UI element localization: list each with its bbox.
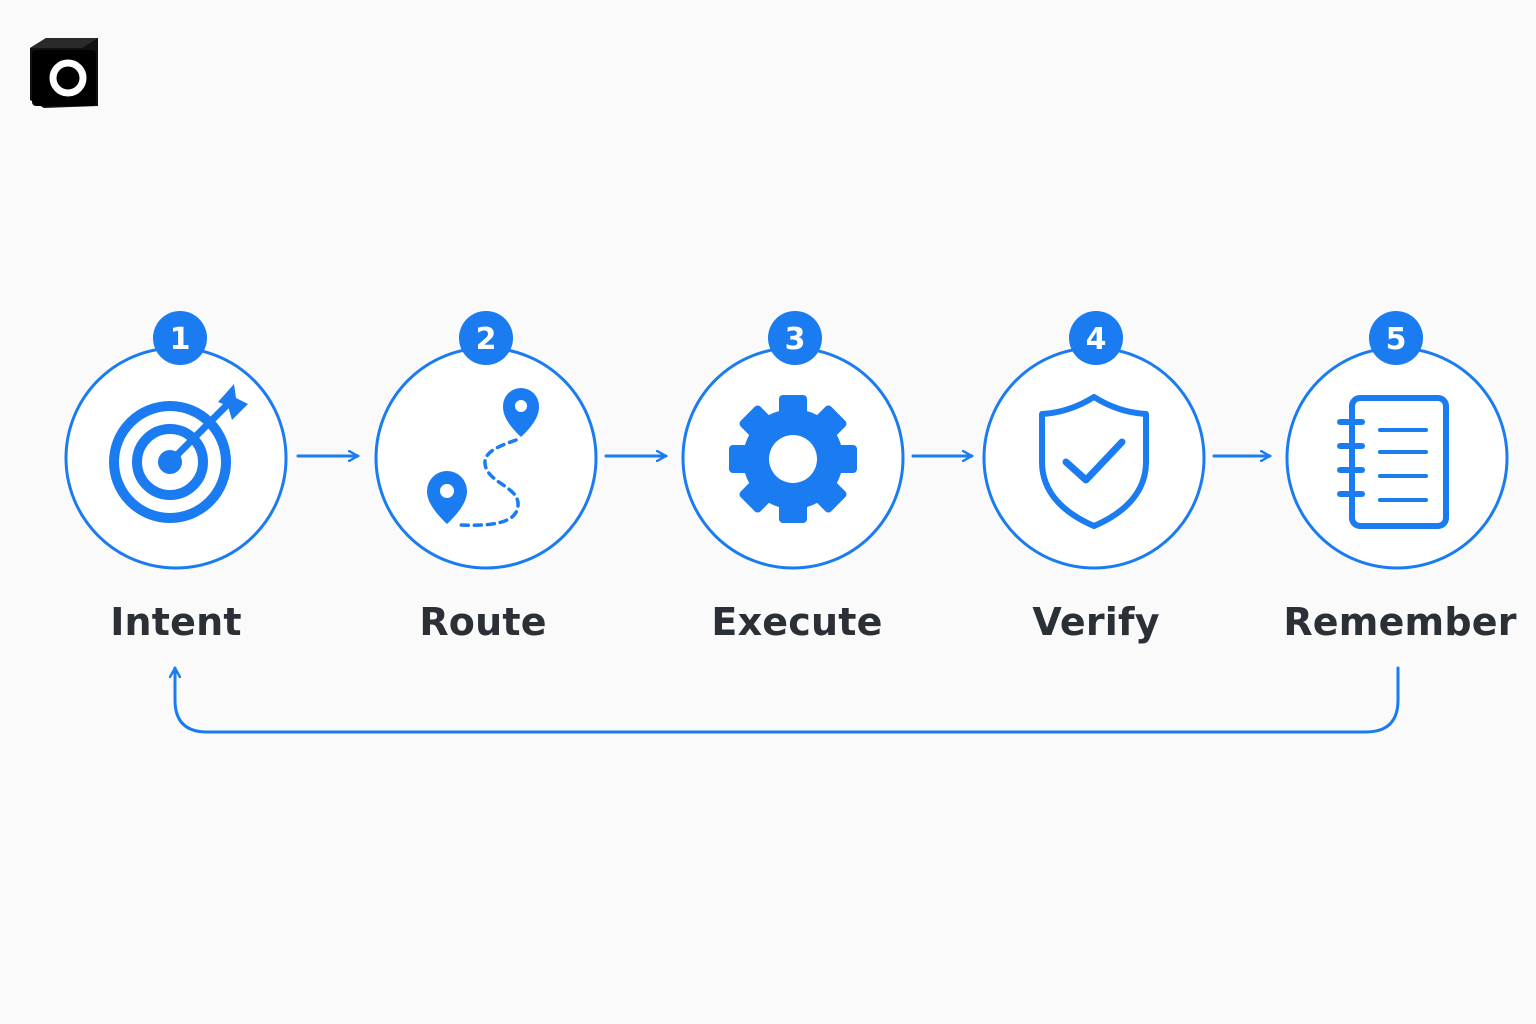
step-5-circle [1285, 346, 1509, 570]
step-4-badge [1069, 311, 1123, 365]
step-3: 3 [681, 311, 905, 570]
step-4-circle [982, 346, 1206, 570]
gear-icon [729, 395, 857, 523]
step-5: 5 [1285, 311, 1509, 570]
step-4-label: Verify [1032, 600, 1160, 644]
step-2-label: Route [419, 600, 547, 644]
step-2: 2 [374, 311, 598, 570]
step-5-number: 5 [1386, 322, 1407, 357]
step-5-badge [1369, 311, 1423, 365]
step-2-number: 2 [476, 322, 497, 357]
step-1: 1 [64, 311, 288, 570]
step-4-number: 4 [1086, 322, 1107, 357]
shield-check-icon [1039, 394, 1149, 529]
step-1-badge [153, 311, 207, 365]
step-1-label: Intent [110, 600, 242, 644]
target-icon [109, 384, 248, 523]
step-3-label: Execute [711, 600, 883, 644]
camera-box-logo-icon [30, 38, 98, 108]
loop-back-arrow-icon [175, 666, 1400, 734]
step-1-number: 1 [170, 322, 191, 357]
step-2-badge [459, 311, 513, 365]
step-4: 4 [982, 311, 1206, 570]
step-3-badge [768, 311, 822, 365]
step-5-label: Remember [1283, 600, 1517, 644]
notebook-icon [1337, 395, 1449, 529]
step-2-circle [374, 346, 598, 570]
step-3-number: 3 [785, 322, 806, 357]
route-icon [427, 388, 539, 527]
